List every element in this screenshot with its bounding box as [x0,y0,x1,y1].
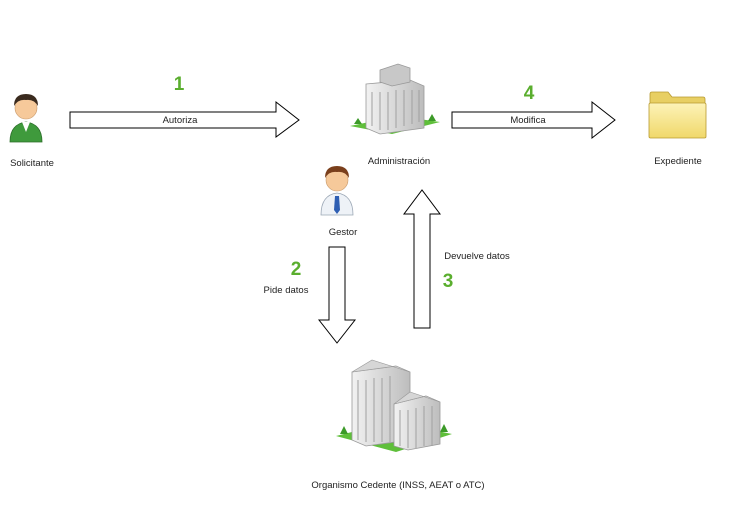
folder-icon [648,91,707,139]
step-3-arrow: Devuelve datos 3 [403,189,510,329]
step-2-label: Pide datos [264,285,309,296]
gestor-label: Gestor [329,227,358,238]
solicitante-label: Solicitante [10,158,54,169]
solicitante-node: Solicitante [9,94,54,169]
administracion-node: Administración [350,63,440,167]
step-1-number: 1 [174,74,185,95]
organismo-label: Organismo Cedente (INSS, AEAT o ATC) [311,480,484,491]
expediente-label: Expediente [654,156,702,167]
office-building-icon [350,63,440,135]
step-3-label: Devuelve datos [444,251,510,262]
administracion-label: Administración [368,156,430,167]
expediente-node: Expediente [648,91,707,167]
step-2-number: 2 [291,259,302,280]
step-3-number: 3 [443,271,454,292]
step-4-number: 4 [524,83,535,104]
organismo-node: Organismo Cedente (INSS, AEAT o ATC) [311,359,485,491]
step-4-arrow: Modifica 4 [451,83,616,140]
step-2-arrow: 2 Pide datos [264,246,357,344]
office-complex-icon [336,359,452,452]
gestor-node: Gestor [320,166,358,238]
step-1-label: Autoriza [163,115,199,126]
person-green-icon [9,94,43,143]
step-1-arrow: Autoriza 1 [69,74,300,138]
step-4-label: Modifica [510,115,546,126]
person-tie-icon [320,166,354,216]
